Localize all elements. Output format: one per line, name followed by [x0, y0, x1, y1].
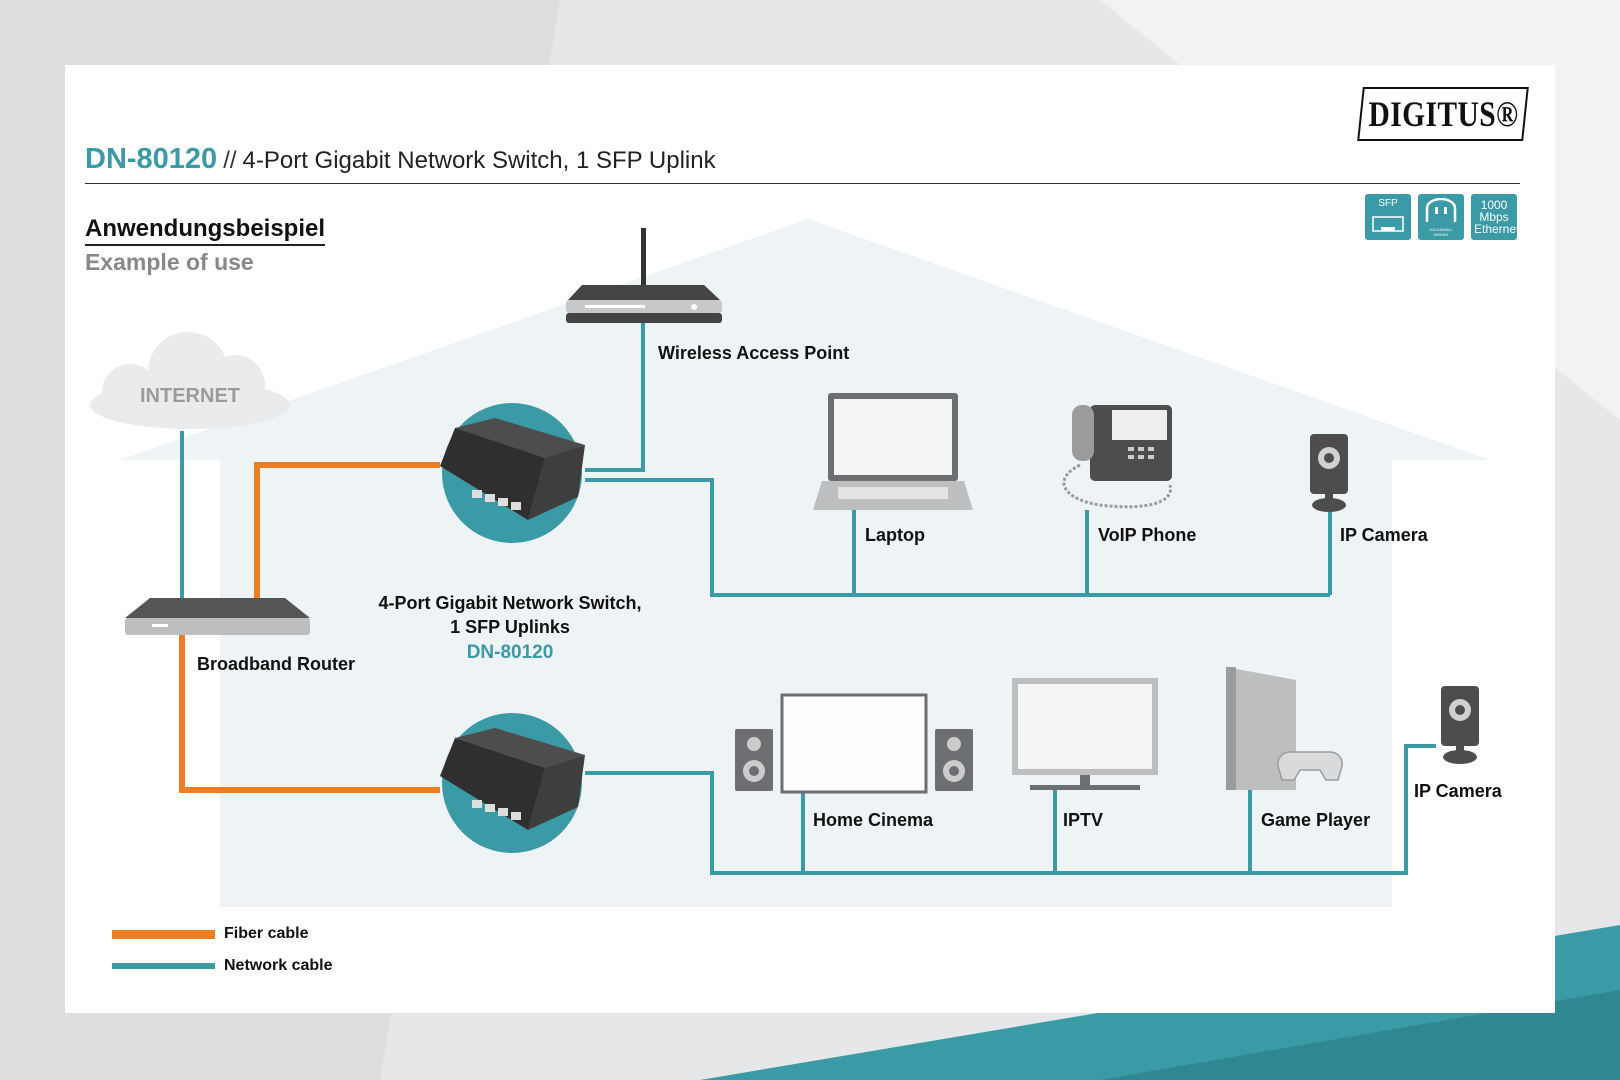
wap-label: Wireless Access Point [658, 343, 850, 363]
sfp-badge: SFP [1365, 194, 1411, 240]
sfp-icon [1372, 216, 1404, 232]
network-cable-row2 [585, 744, 1436, 875]
fiber-swatch [112, 929, 215, 939]
network-cable-wap [585, 295, 645, 472]
power-icon [1425, 197, 1457, 222]
voip-phone-icon [1062, 405, 1172, 509]
home-cinema-icon [735, 693, 973, 794]
section-title-en: Example of use [85, 249, 254, 275]
ethernet-badge: 1000 Mbps Ethernet [1471, 194, 1520, 240]
legend: Fiber cable Network cable [112, 922, 332, 978]
home-cinema-label: Home Cinema [813, 810, 934, 830]
network-cable-row1 [585, 478, 1330, 597]
model-number: DN-80120 [85, 143, 218, 175]
legend-item-fiber: Fiber cable [112, 922, 332, 946]
game-console-icon [1226, 667, 1343, 790]
main-card: DIGITUS® DN-80120//4-Port Gigabit Networ… [65, 65, 1555, 1013]
broadband-router-icon [125, 598, 310, 635]
game-player-label: Game Player [1261, 810, 1371, 830]
ip-camera-label-2: IP Camera [1414, 781, 1502, 801]
switch-label-line2: 1 SFP Uplinks [450, 617, 570, 637]
laptop-label: Laptop [865, 525, 925, 545]
network-diagram [90, 219, 1490, 907]
iptv-icon [1012, 678, 1158, 790]
legend-label-network: Network cable [224, 957, 333, 974]
network-switch-icon-1 [440, 403, 585, 543]
internet-label: INTERNET [140, 385, 240, 407]
legend-label-fiber: Fiber cable [224, 925, 309, 942]
fiber-cable-router-switch1 [254, 462, 440, 600]
switch-model-label: DN-80120 [466, 642, 554, 663]
title-rule [85, 183, 1520, 184]
switch-label-line1: 4-Port Gigabit Network Switch, [378, 593, 642, 613]
section-title-de: Anwendungsbeispiel [85, 215, 326, 246]
ip-camera-icon-2 [1441, 686, 1479, 764]
page-title: DN-80120//4-Port Gigabit Network Switch,… [85, 143, 716, 176]
iptv-label: IPTV [1063, 810, 1104, 830]
product-title: 4-Port Gigabit Network Switch, 1 SFP Upl… [242, 147, 716, 174]
legend-item-network: Network cable [112, 954, 332, 978]
fiber-cable-router-switch2 [179, 634, 440, 793]
voip-phone-label: VoIP Phone [1098, 525, 1197, 545]
internet-cloud-icon [90, 332, 290, 429]
network-switch-icon-2 [440, 713, 585, 853]
ethernet-icon: 1000 Mbps Ethernet [1474, 198, 1520, 236]
wireless-access-point-icon [566, 228, 722, 323]
power-badge: 100-240VAC, 50/60Hz [1418, 194, 1464, 240]
ip-camera-icon-1 [1310, 434, 1348, 512]
laptop-icon [813, 393, 973, 510]
router-label: Broadband Router [197, 654, 356, 674]
title-separator: // [223, 147, 237, 174]
ip-camera-label-1: IP Camera [1340, 525, 1428, 545]
network-swatch [112, 963, 215, 969]
